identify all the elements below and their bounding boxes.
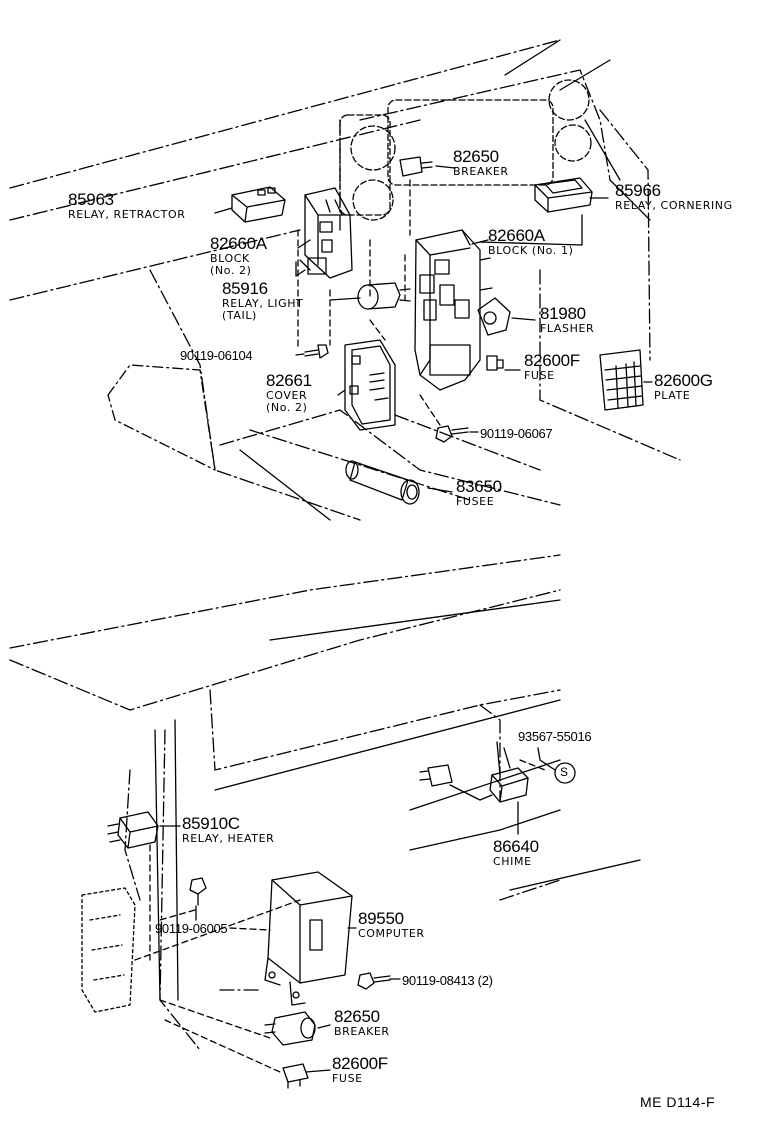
part-name: FUSE [524,369,555,382]
label-93567-55016: 93567-55016 [518,728,592,744]
part-number: 83650 [456,477,502,496]
s-marker-letter: S [560,765,569,779]
screw-06067-part [435,425,469,443]
part-name: RELAY, HEATER [182,832,275,845]
part-name: FLASHER [540,322,595,335]
label-90119-06067: 90119-06067 [480,425,553,441]
dashboard-solid-lines-top [239,39,651,521]
s-marker-circle [554,762,576,784]
part-number: 82660A [210,234,267,253]
part-number: 82600G [654,371,713,390]
part-name: FUSEE [456,495,495,508]
dashboard-outline-bottom [9,554,561,1051]
relay-retractor-part [231,186,286,223]
screw-08413-part [357,972,391,990]
part-number: 81980 [540,304,586,323]
part-number: 85916 [222,279,268,298]
leader-lines-bottom [159,747,556,1073]
label-82600f-bottom: 82600F FUSE [332,1055,388,1084]
label-85963: 85963 RELAY, RETRACTOR [68,191,186,220]
breaker-bottom-part [264,1011,316,1046]
relay-cornering-part [534,177,593,213]
diagram-code: ME D114-F [640,1094,716,1110]
plate-part [599,349,644,411]
label-90119-06005: 90119-06005 [155,920,228,936]
part-name: BLOCK [210,252,250,265]
part-name: BREAKER [453,165,509,178]
part-sub: (TAIL) [222,309,257,322]
label-82660a-block1: 82660A BLOCK (No. 1) [488,227,573,256]
part-number: 85910C [182,814,240,833]
dashboard-solid-lines-bottom [154,599,641,1001]
relay-heater-part [107,811,159,849]
part-number: 90119-06067 [480,426,553,441]
dashed-guides-top [297,179,441,426]
cover-2-part [344,339,396,431]
part-number: 90119-06005 [155,921,228,936]
part-name: BREAKER [334,1025,390,1038]
label-82661: 82661 COVER (No. 2) [266,372,312,413]
gauge-cluster [339,79,592,221]
part-number: 82661 [266,371,312,390]
dashed-guides-bottom [134,759,546,1073]
part-number: 82650 [453,147,499,166]
part-number: 82600F [332,1054,388,1073]
label-90119-08413: 90119-08413 (2) [402,972,493,988]
label-82600f-top: 82600F FUSE [524,352,580,381]
part-number: 93567-55016 [518,729,592,744]
dashboard-outline-top [9,39,681,521]
part-sub: (No. 2) [210,264,252,277]
part-number: 82660A [488,226,545,245]
label-81980: 81980 FLASHER [540,305,594,334]
label-83650: 83650 FUSEE [456,478,502,507]
part-number: 82600F [524,351,580,370]
part-number: 89550 [358,909,404,928]
screw-06104-part [304,344,329,359]
label-89550: 89550 COMPUTER [358,910,425,939]
part-name: BLOCK (No. 1) [488,244,574,257]
part-number: 82650 [334,1007,380,1026]
label-86640: 86640 CHIME [493,838,539,867]
part-name: FUSE [332,1072,363,1085]
junction-block-2-part [299,187,353,279]
part-number: 86640 [493,837,539,856]
label-82660a-block2: 82660A BLOCK (No. 2) [210,235,267,276]
screw-06005-part [189,877,207,906]
part-name: COVER [266,389,308,402]
flasher-part [477,297,511,336]
chime-part [419,741,529,803]
part-number: 85963 [68,190,114,209]
part-name: RELAY, CORNERING [615,199,733,212]
label-90119-06104: 90119-06104 [180,347,253,363]
leader-lines-top [214,165,653,493]
part-number: 90119-08413 (2) [402,973,493,988]
relay-light-part [357,282,411,310]
part-name: PLATE [654,389,691,402]
label-85916: 85916 RELAY, LIGHT (TAIL) [222,280,303,321]
part-number: 90119-06104 [180,348,253,363]
part-name: RELAY, LIGHT [222,297,304,310]
left-panel-shade [107,364,216,471]
fusee-part [345,460,420,505]
part-name: RELAY, RETRACTOR [68,208,186,221]
label-82650-top: 82650 BREAKER [453,148,509,177]
part-name: COMPUTER [358,927,425,940]
label-82650-bottom: 82650 BREAKER [334,1008,390,1037]
fuse-top-part [486,355,504,371]
part-sub: (No. 2) [266,401,308,414]
junction-block-1-part [414,229,493,391]
label-85910c: 85910C RELAY, HEATER [182,815,274,844]
breaker-top-part [399,156,433,177]
label-85966: 85966 RELAY, CORNERING [615,182,733,211]
computer-part [264,871,353,1006]
fuse-bottom-part [282,1063,309,1089]
label-82600g: 82600G PLATE [654,372,713,401]
left-bracket-part [81,887,136,1013]
part-number: 85966 [615,181,661,200]
part-name: CHIME [493,855,532,868]
